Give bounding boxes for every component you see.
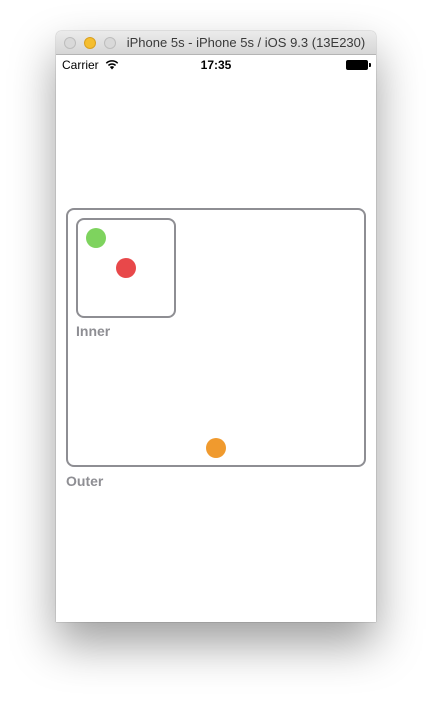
orange-dot[interactable]: [206, 438, 226, 458]
zoom-window-button[interactable]: [104, 37, 116, 49]
close-window-button[interactable]: [64, 37, 76, 49]
carrier-label: Carrier: [62, 58, 99, 72]
red-dot[interactable]: [116, 258, 136, 278]
battery-icon: [346, 60, 368, 70]
window-title: iPhone 5s - iPhone 5s / iOS 9.3 (13E230): [126, 35, 366, 50]
window-titlebar[interactable]: iPhone 5s - iPhone 5s / iOS 9.3 (13E230): [56, 31, 376, 55]
green-dot[interactable]: [86, 228, 106, 248]
outer-view[interactable]: [66, 208, 366, 467]
battery-tip: [369, 63, 371, 67]
outer-label: Outer: [66, 473, 104, 489]
inner-view[interactable]: [76, 218, 176, 318]
minimize-window-button[interactable]: [84, 37, 96, 49]
wifi-icon: [105, 60, 119, 70]
ios-status-bar: Carrier 17:35: [56, 55, 376, 75]
inner-label: Inner: [76, 323, 111, 339]
simulator-window: iPhone 5s - iPhone 5s / iOS 9.3 (13E230)…: [56, 31, 376, 622]
status-time: 17:35: [200, 58, 232, 72]
